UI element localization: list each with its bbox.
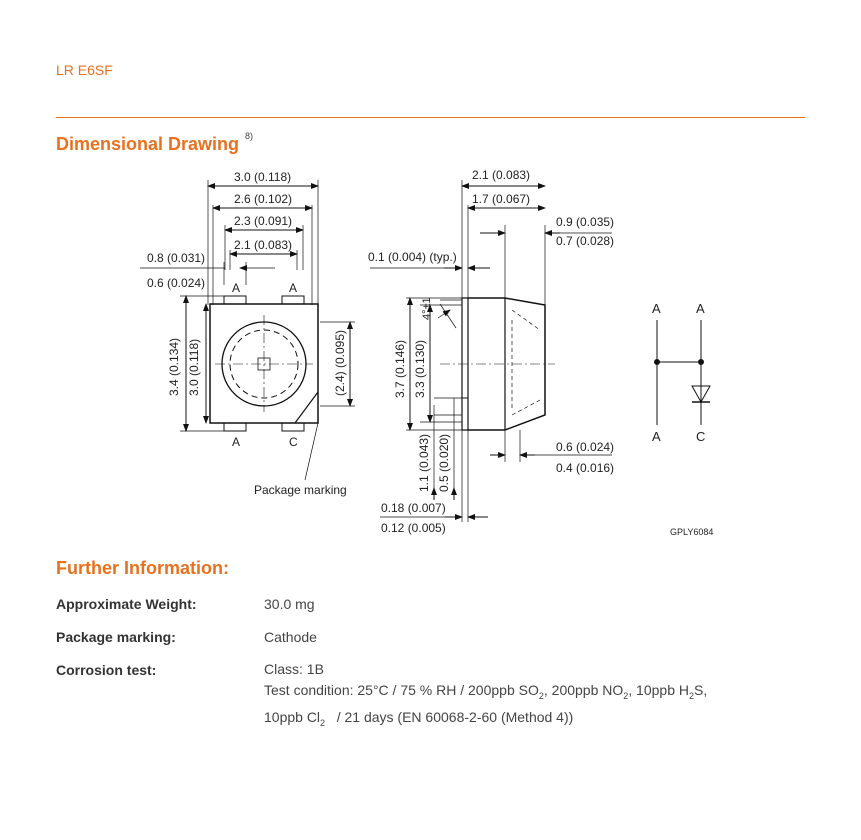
dimensional-drawing: 3.0 (0.118) 2.6 (0.102) 2.3 (0.091) 2.1 … (140, 168, 713, 537)
dim-side-lead-max: 1.1 (0.043) (417, 434, 431, 492)
dimensional-drawing-heading: Dimensional Drawing 8) (56, 131, 254, 155)
corrosion-label: Corrosion test: (56, 662, 157, 678)
circuit-schematic (654, 320, 711, 425)
package-marking-value: Cathode (264, 629, 317, 645)
dim-front-height-body: 3.0 (0.118) (187, 339, 201, 396)
side-view (370, 180, 612, 522)
schematic-anode-2: A (696, 301, 705, 316)
front-view (140, 180, 355, 481)
dim-side-height-inner: 3.3 (0.130) (413, 340, 427, 398)
drawing-code: GPLY6084 (670, 527, 713, 537)
package-marking-callout: Package marking (254, 483, 347, 497)
pin-label-top-left: A (232, 281, 240, 295)
corrosion-condition-line-2: 10ppb Cl2 / 21 days (EN 60068-2-60 (Meth… (264, 708, 574, 728)
dim-side-depth-outer: 2.1 (0.083) (472, 168, 530, 182)
dim-front-pad-outer: 2.3 (0.091) (234, 214, 292, 228)
further-information-heading: Further Information: (56, 558, 229, 578)
pin-label-top-right: A (289, 281, 297, 295)
dim-front-pad-inner: 2.1 (0.083) (234, 238, 292, 252)
front-view-labels: 3.0 (0.118) 2.6 (0.102) 2.3 (0.091) 2.1 … (147, 170, 347, 497)
dim-front-width-outer: 3.0 (0.118) (234, 170, 291, 184)
dim-side-lens-max: 0.9 (0.035) (556, 215, 614, 229)
dim-side-bottom-max: 0.6 (0.024) (556, 440, 614, 454)
side-view-labels: 2.1 (0.083) 1.7 (0.067) 0.9 (0.035) 0.7 … (368, 168, 614, 535)
document-id: LR E6SF (56, 62, 113, 78)
pin-label-bottom-right: C (289, 435, 298, 449)
dim-side-gap: 0.1 (0.004) (typ.) (368, 250, 457, 264)
schematic-anode-3: A (652, 429, 661, 444)
dim-side-angle: 4°±1 (421, 297, 433, 320)
dim-front-width-body: 2.6 (0.102) (234, 192, 292, 206)
schematic-cathode: C (696, 429, 705, 444)
dim-front-pin-max: 0.8 (0.031) (147, 251, 205, 265)
corrosion-condition-line-1: Test condition: 25°C / 75 % RH / 200ppb … (264, 682, 708, 701)
schematic-anode-1: A (652, 301, 661, 316)
package-marking-label: Package marking: (56, 629, 176, 645)
dimensional-drawing-title: Dimensional Drawing (56, 134, 240, 154)
dim-side-thick-max: 0.18 (0.007) (381, 501, 446, 515)
schematic-labels: A A A C GPLY6084 (652, 301, 713, 537)
dim-side-lens-min: 0.7 (0.028) (556, 234, 614, 248)
corrosion-details: Class: 1B Test condition: 25°C / 75 % RH… (264, 659, 707, 734)
dim-front-height-outer: 3.4 (0.134) (167, 338, 181, 396)
dim-front-lens: (2.4) (0.095) (333, 330, 347, 396)
dim-side-bottom-min: 0.4 (0.016) (556, 461, 614, 475)
weight-value: 30.0 mg (264, 596, 315, 612)
weight-label: Approximate Weight: (56, 596, 197, 612)
dim-front-pin-min: 0.6 (0.024) (147, 276, 205, 290)
footnote-ref: 8) (245, 131, 254, 141)
dim-side-height-outer: 3.7 (0.146) (393, 340, 407, 398)
dim-side-lead-min: 0.5 (0.020) (437, 434, 451, 492)
pin-label-bottom-left: A (232, 435, 240, 449)
dim-side-thick-min: 0.12 (0.005) (381, 521, 446, 535)
header-rule (56, 117, 805, 118)
dim-side-depth-inner: 1.7 (0.067) (472, 192, 530, 206)
corrosion-class: Class: 1B (264, 661, 324, 677)
